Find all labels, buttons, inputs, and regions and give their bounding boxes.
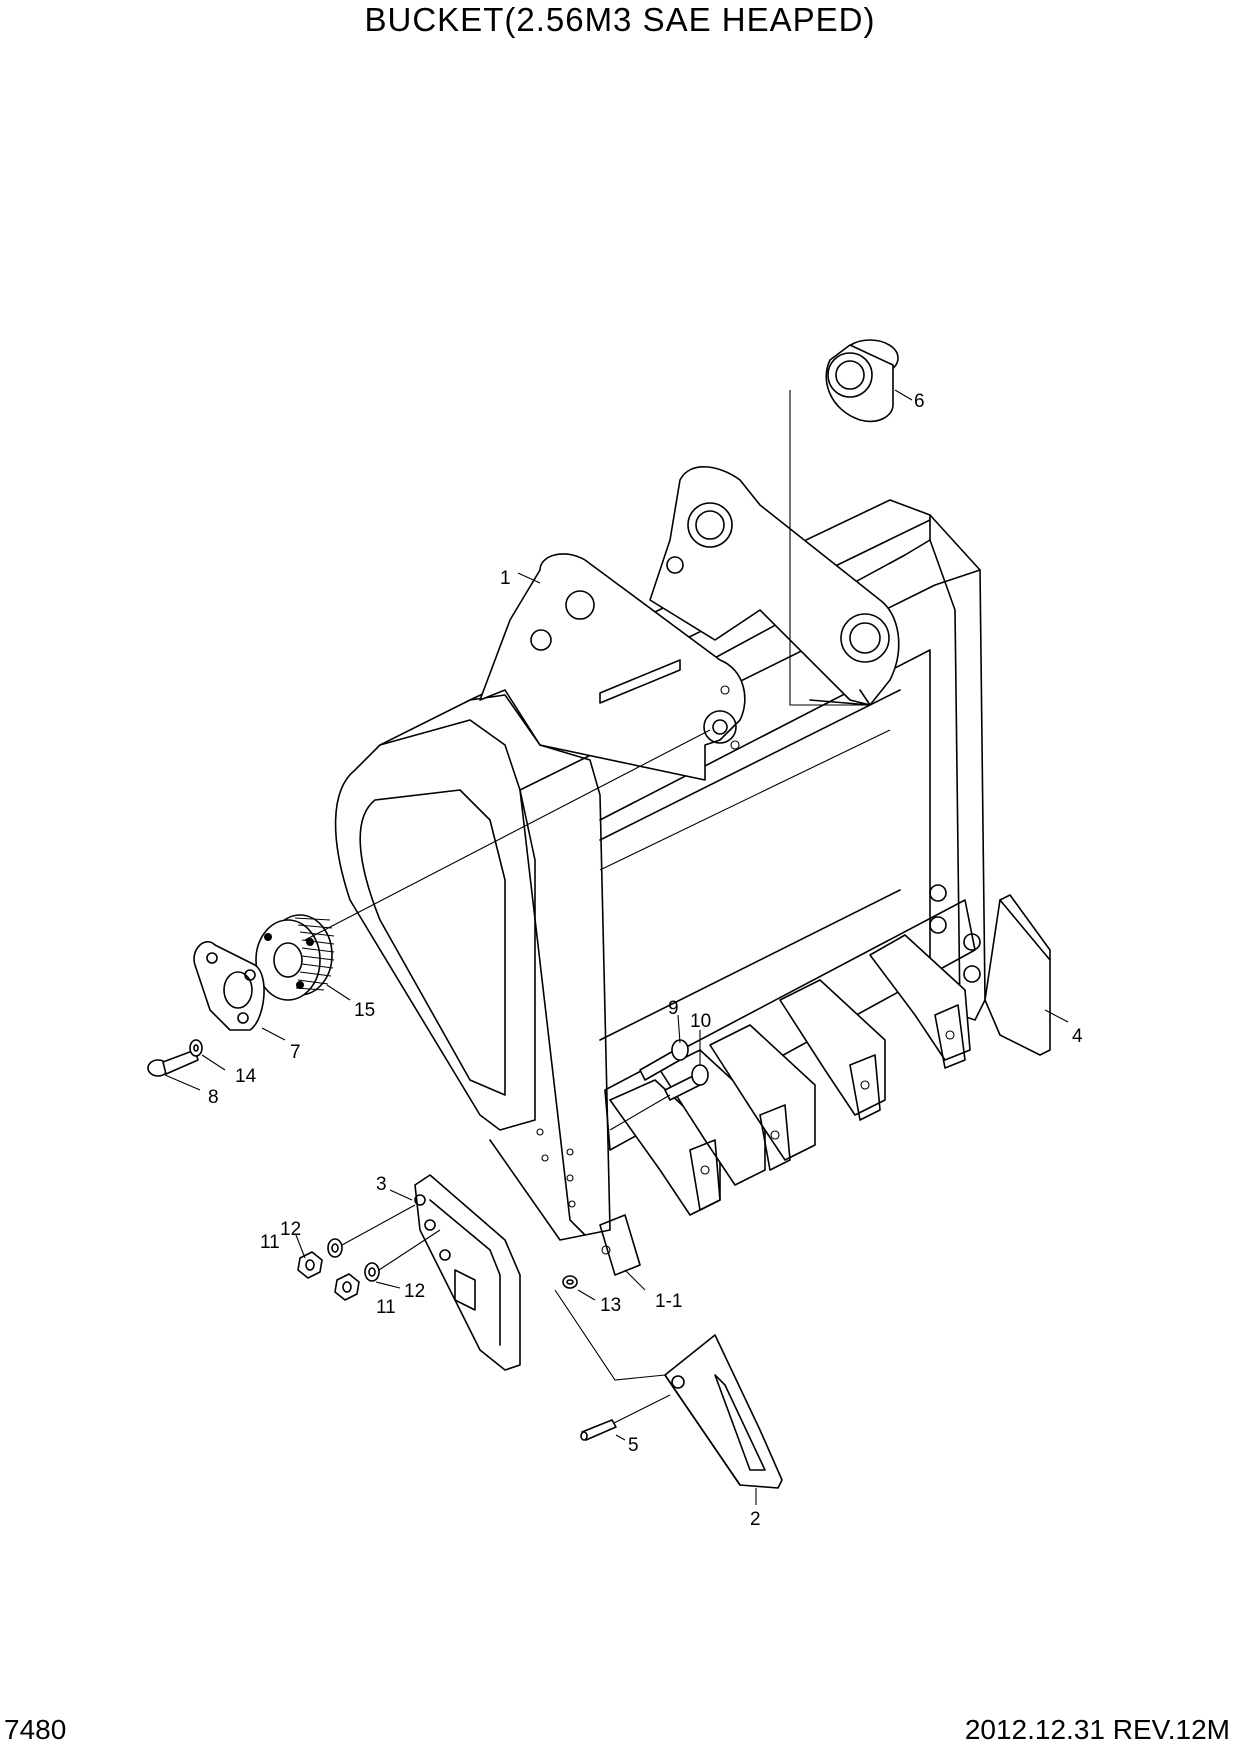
nut-part-11-upper (297, 1251, 323, 1279)
boss-bracket-front (479, 553, 746, 781)
callout-7: 7 (290, 1042, 301, 1063)
callout-3: 3 (376, 1174, 387, 1195)
callout-6: 6 (914, 391, 925, 412)
callout-15: 15 (354, 1000, 375, 1021)
tooth-part-2 (554, 1289, 783, 1489)
callout-4: 4 (1072, 1026, 1083, 1047)
callout-12-lower: 12 (404, 1281, 425, 1302)
side-protector-part-3 (414, 1174, 521, 1371)
callout-12-upper: 12 (280, 1219, 301, 1240)
callout-5: 5 (628, 1435, 639, 1456)
revision-date: 2012.12.31 REV.12M (964, 1714, 1230, 1745)
callout-10: 10 (690, 1011, 711, 1032)
callout-11-lower: 11 (376, 1297, 396, 1318)
flange-part-7 (193, 941, 265, 1031)
bolt-part-9 (639, 1039, 689, 1081)
bolt-part-8 (147, 1049, 199, 1077)
callout-8: 8 (208, 1087, 219, 1108)
page-title: BUCKET(2.56M3 SAE HEAPED) (364, 1, 876, 38)
callout-labels: 1 6 4 15 7 8 14 9 10 3 11 12 12 11 13 1-… (208, 391, 1083, 1530)
callout-14: 14 (235, 1066, 257, 1087)
bolt-part-10 (609, 1064, 709, 1131)
nut-part-11-lower (334, 1273, 360, 1301)
leader-lines (164, 389, 1069, 1505)
teeth-row (599, 934, 971, 1276)
side-cutter-part-4 (984, 894, 1051, 1056)
washer-part-12-upper (327, 1204, 416, 1258)
callout-1-1: 1-1 (655, 1291, 682, 1312)
callout-2: 2 (750, 1509, 761, 1530)
callout-9: 9 (668, 998, 679, 1019)
washer-part-12-lower (364, 1229, 441, 1282)
page-number: 7480 (4, 1714, 67, 1745)
lock-part-13 (562, 1275, 578, 1289)
washer-part-14 (189, 1039, 203, 1057)
bushing-part-6 (789, 339, 899, 706)
callout-1: 1 (500, 568, 511, 589)
callout-13: 13 (600, 1295, 621, 1316)
pin-part-5 (580, 1394, 671, 1441)
callout-11-upper: 11 (260, 1232, 280, 1253)
shim-part-15 (255, 729, 711, 1001)
